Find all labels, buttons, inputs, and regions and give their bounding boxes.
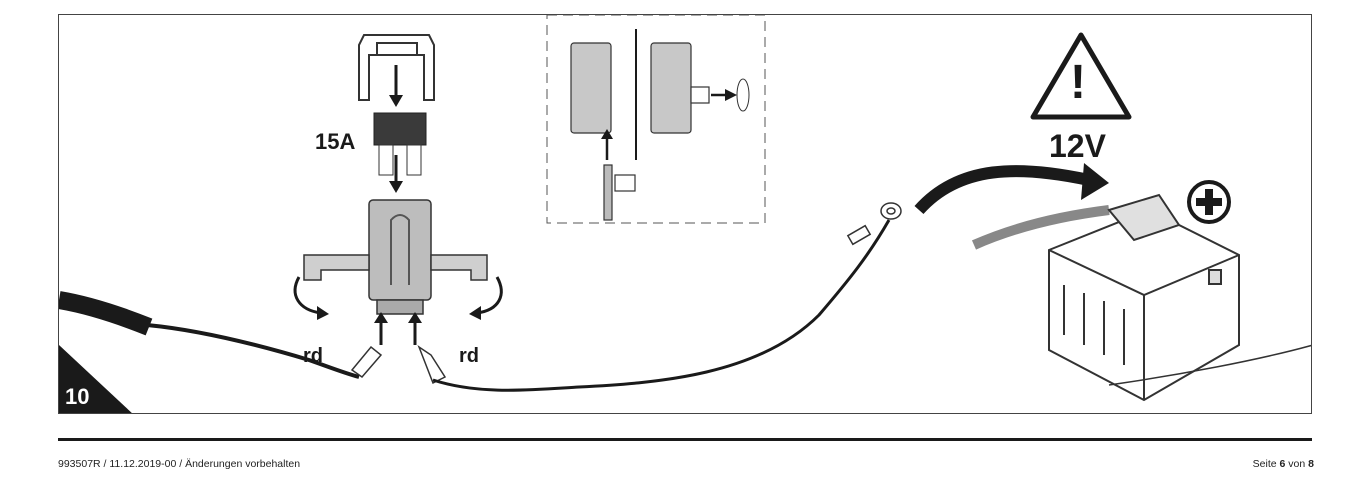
warning-exclamation: !	[1070, 56, 1086, 109]
page-total: 8	[1308, 458, 1314, 470]
page-current: 6	[1279, 458, 1286, 470]
cable-left-red	[146, 323, 360, 379]
wire-color-left-label: rd	[303, 345, 323, 367]
ring-terminal-icon	[846, 202, 902, 246]
detail-inset	[546, 15, 766, 224]
installation-figure: 15A rd rd ! 12V 10	[58, 14, 1312, 414]
plus-circle-icon	[1187, 180, 1231, 224]
page-number: Seite 6 von 8	[1253, 458, 1314, 470]
blade-fuse-icon	[373, 112, 427, 176]
page-mid: von	[1288, 458, 1306, 470]
step-number: 10	[65, 384, 90, 409]
cable-sheath	[59, 291, 153, 336]
crimp-connector-icon	[350, 345, 447, 385]
document-info: 993507R / 11.12.2019-00 / Änderungen vor…	[58, 458, 301, 470]
warning-triangle-icon	[1030, 32, 1132, 120]
fuse-holder-icon	[303, 199, 488, 315]
footer-rule	[58, 438, 1312, 441]
voltage-label: 12V	[1049, 128, 1106, 164]
wire-color-right-label: rd	[459, 345, 479, 367]
battery-icon	[971, 193, 1240, 402]
fuse-cover-icon	[358, 34, 435, 101]
fuse-rating-label: 15A	[315, 129, 356, 154]
page-prefix: Seite	[1252, 458, 1277, 470]
